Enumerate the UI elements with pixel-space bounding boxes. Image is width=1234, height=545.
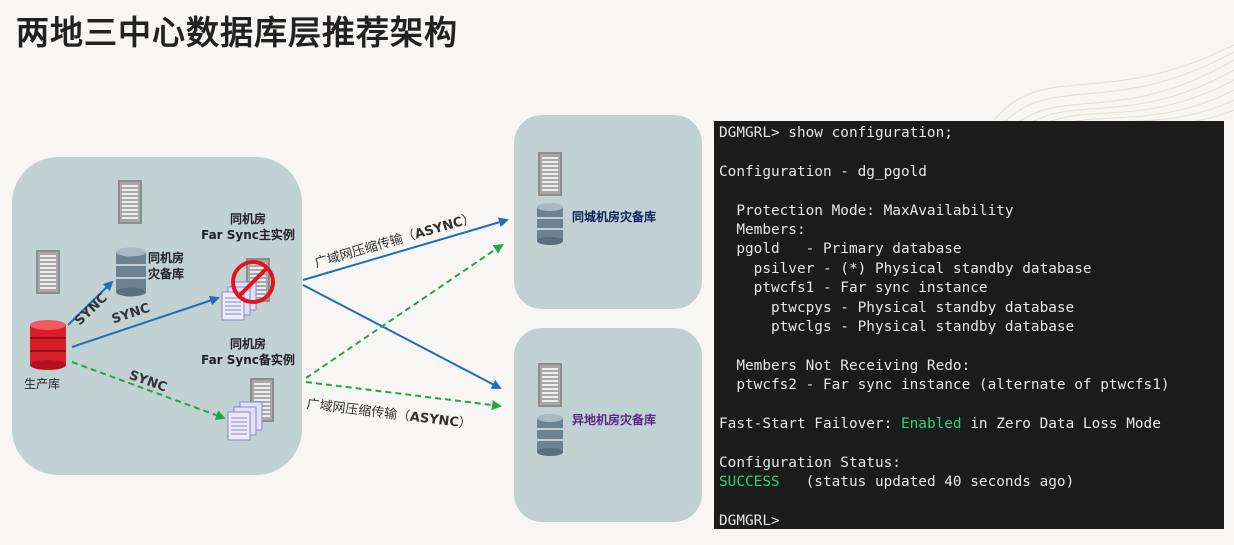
local-standby-label: 同机房 灾备库 (148, 251, 185, 281)
far-sync-primary-label: 同机房 Far Sync主实例 (201, 212, 295, 242)
terminal-line: Protection Mode: MaxAvailability (719, 202, 1014, 219)
primary-server-icon (36, 250, 60, 294)
same-city-server-icon (538, 152, 562, 196)
terminal-line (719, 395, 1224, 414)
same-city-standby-label: 同城机房灾备库 (572, 210, 657, 224)
terminal-prompt[interactable]: DGMGRL> (719, 512, 780, 529)
terminal-line-failover: Fast-Start Failover: Enabled in Zero Dat… (719, 415, 1161, 432)
terminal-line: Configuration Status: (719, 454, 901, 471)
terminal-line (719, 182, 1224, 201)
terminal-line: ptwcfs2 - Far sync instance (alternate o… (719, 377, 1170, 394)
terminal-line-status: SUCCESS (status updated 40 seconds ago) (719, 474, 1075, 491)
same-city-database-icon (537, 203, 563, 245)
failover-enabled-status: Enabled (900, 415, 962, 432)
terminal-line: ptwcpys - Physical standby database (719, 299, 1075, 316)
remote-database-icon (537, 414, 563, 456)
arrow-backup-to-remote (305, 381, 502, 410)
terminal-line (719, 143, 1224, 162)
configuration-success-status: SUCCESS (719, 474, 780, 491)
terminal-line: psilver - (*) Physical standby database (719, 260, 1092, 277)
arrow-primary-to-far-sync-backup (71, 361, 226, 420)
far-sync-backup-label: 同机房 Far Sync备实例 (201, 337, 295, 367)
terminal-line: Members: (719, 221, 806, 238)
local-standby-server-icon (118, 180, 142, 224)
terminal-line (719, 337, 1224, 356)
arrow-far-sync-to-remote (302, 284, 502, 389)
terminal-line: Configuration - dg_pgold (719, 163, 927, 180)
dgmgrl-terminal[interactable]: DGMGRL> show configuration; Configuratio… (714, 121, 1224, 529)
terminal-line: ptwclgs - Physical standby database (719, 318, 1075, 335)
arrow-primary-to-local-standby (67, 280, 114, 326)
terminal-line: DGMGRL> show configuration; (719, 125, 953, 141)
primary-db-label: 生产库 (24, 377, 61, 391)
terminal-line (719, 434, 1224, 453)
arrow-primary-to-far-sync-primary (71, 295, 220, 348)
primary-database-icon (30, 320, 66, 370)
architecture-diagram (30, 152, 563, 456)
terminal-line (719, 492, 1224, 511)
far-sync-backup-docs-icon (227, 401, 263, 441)
remote-server-icon (538, 363, 562, 407)
prohibited-icon (231, 260, 275, 304)
terminal-line: ptwcfs1 - Far sync instance (719, 280, 988, 297)
page-title: 两地三中心数据库层推荐架构 (16, 13, 458, 52)
arrow-far-sync-to-same-city (302, 217, 509, 281)
local-standby-database-icon (116, 247, 146, 297)
remote-standby-label: 异地机房灾备库 (572, 413, 657, 427)
terminal-line: Members Not Receiving Redo: (719, 357, 971, 374)
terminal-line: pgold - Primary database (719, 241, 962, 258)
